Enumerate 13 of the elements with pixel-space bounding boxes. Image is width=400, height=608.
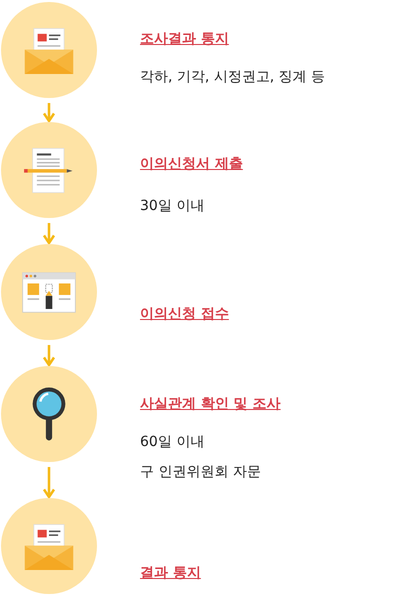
arrow bbox=[42, 103, 56, 122]
arrow bbox=[42, 223, 56, 244]
step-title: 사실관계 확인 및 조사 bbox=[140, 395, 281, 413]
step-title: 이의신청 접수 bbox=[140, 305, 229, 323]
step-description: 각하, 기각, 시정권고, 징계 등 bbox=[140, 68, 326, 86]
arrow bbox=[42, 467, 56, 498]
arrow bbox=[42, 345, 56, 366]
step-title: 결과 통지 bbox=[140, 564, 201, 582]
step-title: 이의신청서 제출 bbox=[140, 155, 243, 173]
step-description: 30일 이내 bbox=[140, 197, 204, 215]
step-title: 조사결과 통지 bbox=[140, 30, 229, 48]
step-description: 60일 이내 bbox=[140, 433, 204, 451]
step-description: 구 인권위원회 자문 bbox=[140, 463, 261, 481]
